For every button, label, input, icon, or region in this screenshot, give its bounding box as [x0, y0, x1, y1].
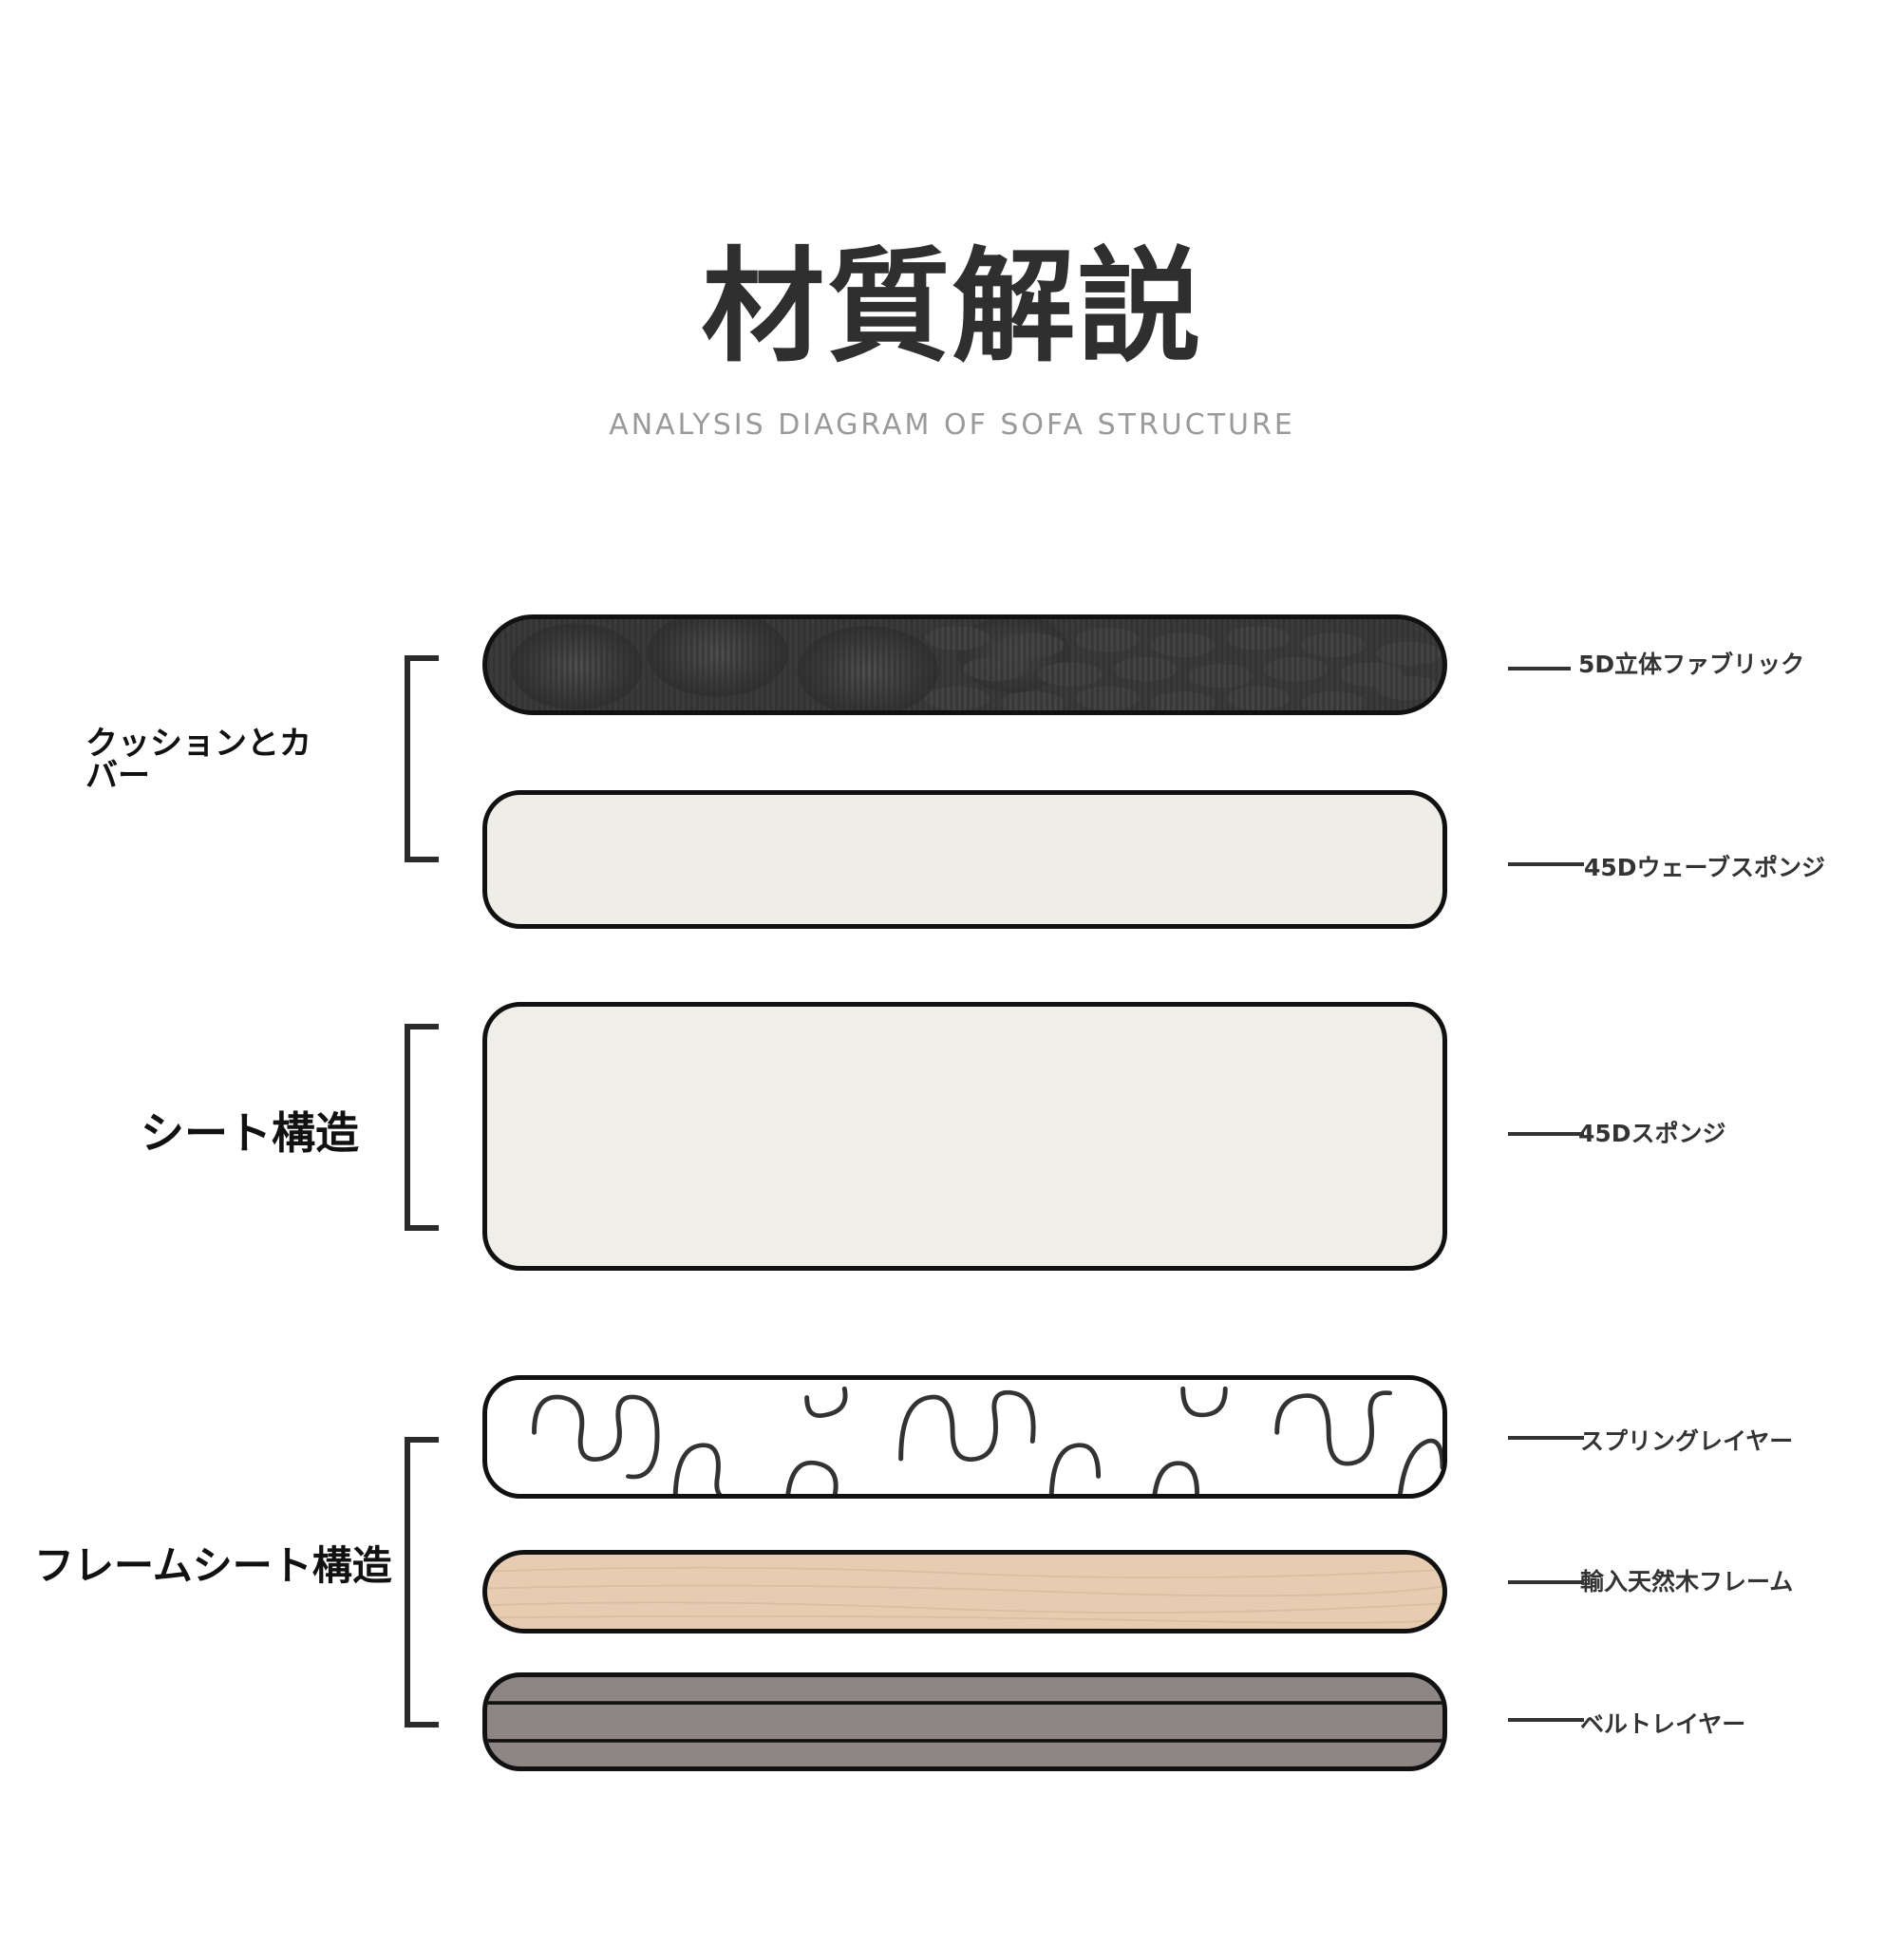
layer-belt — [482, 1672, 1447, 1771]
leader-belt — [1508, 1718, 1584, 1722]
group-label-cushion-cover: クッションとカバー — [85, 725, 311, 795]
group-label-seat-structure: シート構造 — [141, 1107, 359, 1159]
label-fabric: 5D立体ファブリック — [1578, 651, 1805, 678]
label-wood-frame: 輸入天然木フレーム — [1580, 1568, 1794, 1596]
layer-wood-frame — [482, 1550, 1447, 1633]
bracket-frame-seat-structure — [405, 1437, 439, 1728]
layer-wave-sponge — [482, 790, 1447, 929]
spring-wires — [532, 1386, 1442, 1494]
label-wave-sponge: 45Dウェーブスポンジ — [1584, 854, 1826, 881]
label-belt: ベルトレイヤー — [1580, 1710, 1746, 1738]
page-subtitle: ANALYSIS DIAGRAM OF SOFA STRUCTURE — [609, 408, 1295, 442]
leader-sponge — [1508, 1132, 1584, 1136]
leader-wood-frame — [1508, 1580, 1584, 1584]
layer-fabric — [482, 614, 1447, 715]
label-sponge: 45Dスポンジ — [1578, 1120, 1726, 1147]
fabric-texture — [487, 619, 1442, 710]
group-label-frame-seat-structure: フレームシート構造 — [34, 1542, 392, 1589]
leader-wave-sponge — [1508, 862, 1584, 866]
layer-spring — [482, 1375, 1447, 1499]
wood-grain — [487, 1566, 1442, 1624]
leader-fabric — [1508, 667, 1571, 670]
page-title: 材質解説 — [701, 235, 1203, 379]
label-spring: スプリングレイヤー — [1580, 1427, 1794, 1455]
layer-sponge — [482, 1002, 1447, 1271]
bracket-cushion-cover — [405, 655, 439, 862]
leader-spring — [1508, 1436, 1584, 1440]
bracket-seat-structure — [405, 1024, 439, 1231]
belt-lines — [487, 1701, 1442, 1743]
